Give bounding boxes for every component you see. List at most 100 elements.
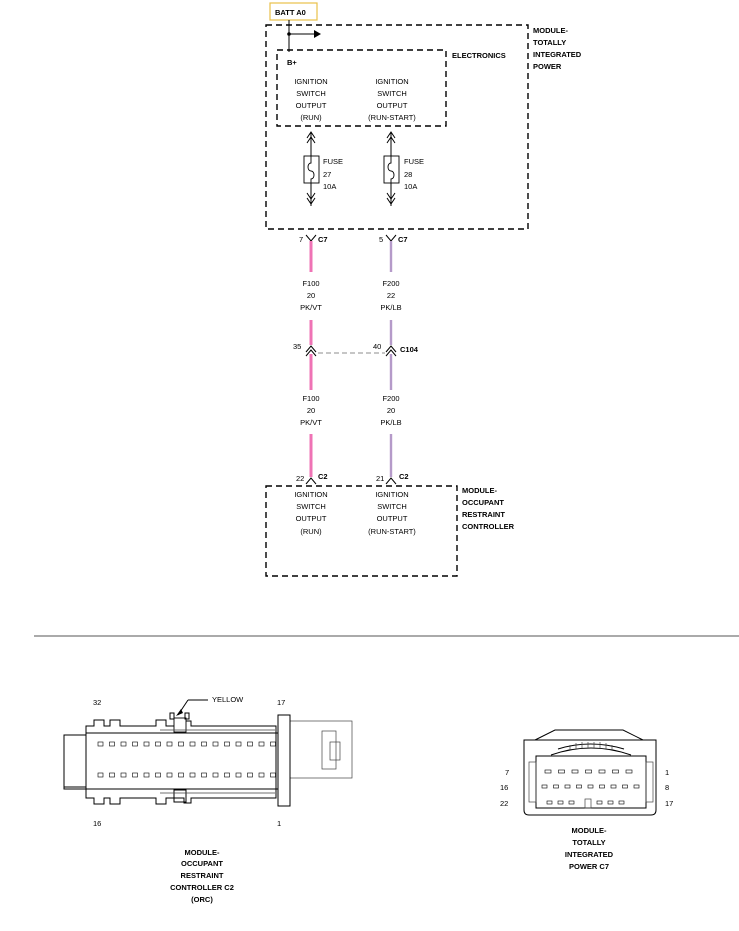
fuse-27-label-2: 27 [323, 170, 331, 179]
orc-pin-cavity [178, 741, 184, 747]
tipm-pin-17: 17 [665, 799, 673, 808]
orc-pin-cavity [155, 741, 161, 747]
fuse-28-path [383, 131, 400, 206]
electronics-box [276, 49, 447, 127]
orc-pin-row-top [97, 741, 276, 747]
c104-right-top [385, 345, 397, 353]
tipm-module-line-3: INTEGRATED [533, 50, 582, 59]
tipm-pin-cavity [610, 784, 617, 789]
c104-left-bottom [305, 349, 317, 357]
orc-caption-3: RESTRAINT [181, 871, 224, 880]
orc-caption-5: (ORC) [191, 895, 213, 904]
wire-lower-left-2: 20 [307, 406, 315, 415]
orc-pin-cavity [109, 772, 115, 778]
tipm-pin-cavity [598, 769, 606, 774]
tipm-pin-cavity [622, 784, 628, 789]
tipm-runstart-1: IGNITION [375, 77, 408, 86]
orc-pin-row-bottom [97, 772, 276, 778]
tipm-run-3: OUTPUT [296, 101, 327, 110]
orc-caption-4: CONTROLLER C2 [170, 883, 234, 892]
orc-pin-cavity [189, 772, 196, 778]
orc-pin-cavity [120, 772, 127, 778]
fuse-27-path [303, 131, 320, 206]
bplus-label: B+ [287, 58, 297, 67]
orc-pin-cavity [166, 772, 173, 778]
wire-upper-right-3: PK/LB [380, 303, 401, 312]
orc-pin-cavity [166, 741, 173, 747]
orc-module-line-1: MODULE- [462, 486, 497, 495]
arrow-down-icon [176, 709, 183, 716]
tipm-pin-22: 22 [500, 799, 508, 808]
tipm-pin-1: 1 [665, 768, 669, 777]
wire-upper-left-2: 20 [307, 291, 315, 300]
orc-pin-cavity [189, 741, 196, 747]
tipm-run-2: SWITCH [296, 89, 326, 98]
c104-pin-right: 40 [373, 342, 381, 351]
tipm-caption-4: POWER C7 [569, 862, 609, 871]
tipm-pin-7: 7 [505, 768, 509, 777]
tipm-pin-cavity [558, 769, 565, 774]
tipm-module-line-4: POWER [533, 62, 562, 71]
tipm-pin-cavity [587, 784, 594, 789]
fuse-28-label-1: FUSE [404, 157, 424, 166]
orc-run-4: (RUN) [300, 527, 322, 536]
tipm-module-box [265, 24, 529, 230]
tipm-caption-1: MODULE- [572, 826, 607, 835]
tipm-pin-cavity [541, 784, 548, 789]
tipm-pin-cavity [553, 784, 559, 789]
fuse-27-label-1: FUSE [323, 157, 343, 166]
orc-run-3: OUTPUT [296, 514, 327, 523]
orc-pin-cavity [212, 772, 219, 778]
wire-lower-left-3: PK/VT [300, 418, 322, 427]
tipm-runstart-2: SWITCH [377, 89, 407, 98]
orc-run-2: SWITCH [296, 502, 326, 511]
c2-right-terminal [385, 477, 397, 485]
orc-pin-cavity [97, 772, 104, 778]
orc-pin-16: 16 [93, 819, 101, 828]
wire-lower-left-1: F100 [302, 394, 319, 403]
orc-caption-1: MODULE- [185, 848, 220, 857]
batt-label: BATT A0 [275, 8, 306, 17]
tipm-pin-cavity [625, 769, 633, 774]
orc-pin-cavity [270, 741, 276, 747]
orc-pin-cavity [97, 741, 104, 747]
c104-pin-left: 35 [293, 342, 301, 351]
tipm-run-1: IGNITION [294, 77, 327, 86]
orc-caption-2: OCCUPANT [181, 859, 223, 868]
fuse-27-label-3: 10A [323, 182, 336, 191]
wire-lower-right-2: 20 [387, 406, 395, 415]
orc-pin-cavity [235, 741, 242, 747]
tipm-pin-cavity [607, 800, 614, 805]
orc-pin-cavity [109, 741, 115, 747]
tipm-runstart-3: OUTPUT [377, 101, 408, 110]
splice-dot [287, 32, 291, 36]
c7-pin-left: 7 [299, 235, 303, 244]
orc-runstart-2: SWITCH [377, 502, 407, 511]
orc-run-1: IGNITION [294, 490, 327, 499]
tipm-pin-cavity [612, 769, 619, 774]
c7-pin-right: 5 [379, 235, 383, 244]
tipm-run-4: (RUN) [300, 113, 322, 122]
batt-label-box [269, 2, 318, 21]
orc-module-box [265, 485, 458, 577]
c2-label-left: C2 [318, 472, 328, 481]
c7-left-terminal [305, 234, 317, 242]
orc-module-line-2: OCCUPANT [462, 498, 504, 507]
orc-pin-cavity [258, 772, 265, 778]
c2-label-right: C2 [399, 472, 409, 481]
tipm-pin-16: 16 [500, 783, 508, 792]
wire-upper-left-3: PK/VT [300, 303, 322, 312]
c2-left-terminal [305, 477, 317, 485]
orc-module-line-4: CONTROLLER [462, 522, 515, 531]
tipm-caption-3: INTEGRATED [565, 850, 614, 859]
tipm-pin-cavity [544, 769, 552, 774]
c7-right-terminal [385, 234, 397, 242]
orc-pin-cavity [247, 741, 253, 747]
wire-upper-right-1: F200 [382, 279, 399, 288]
orc-pin-1: 1 [277, 819, 281, 828]
orc-pin-cavity [132, 741, 138, 747]
c7-label-left: C7 [318, 235, 328, 244]
orc-runstart-1: IGNITION [375, 490, 408, 499]
tipm-caption-2: TOTALLY [572, 838, 605, 847]
orc-pin-cavity [224, 741, 230, 747]
